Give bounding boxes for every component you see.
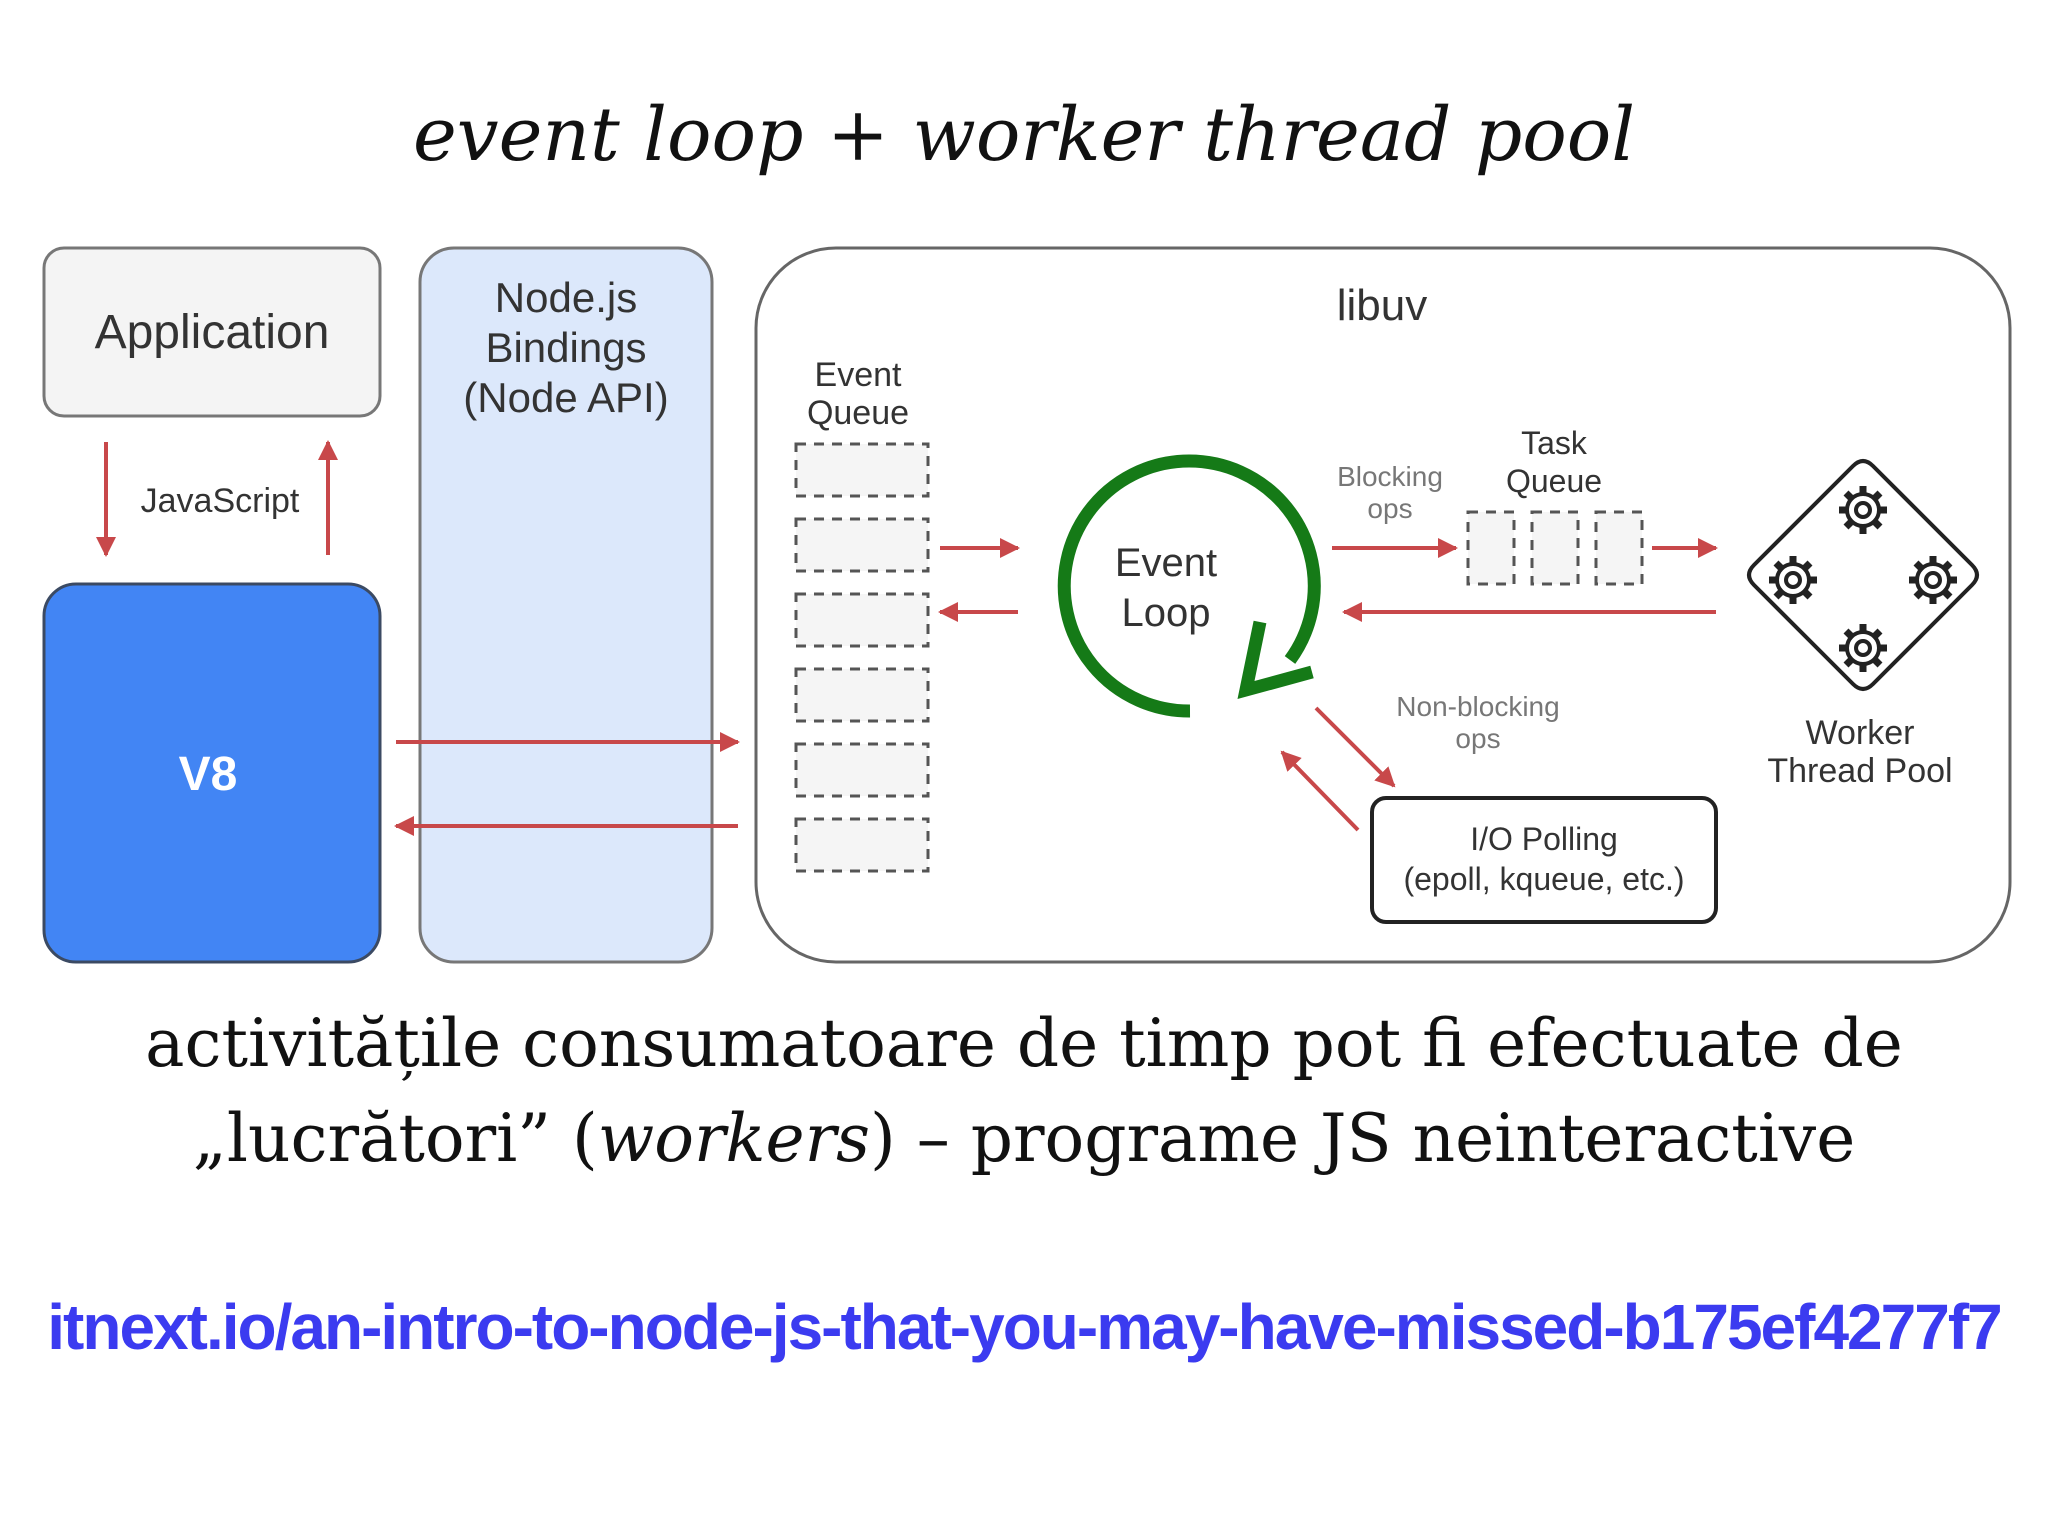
arrow-loop-to-io	[1314, 706, 1396, 788]
application-label: Application	[95, 306, 330, 359]
event-queue-slot	[794, 742, 930, 798]
event-queue-slot	[794, 592, 930, 648]
bindings-box: Node.js Bindings (Node API)	[418, 246, 714, 964]
event-queue-slot	[794, 442, 930, 498]
arrow-io-to-loop	[1280, 750, 1360, 832]
event-queue-slot	[794, 667, 930, 723]
caption-line2: „lucrători” (workers) – programe JS nein…	[0, 1100, 2048, 1177]
io-polling-label-line1: I/O Polling	[1470, 821, 1618, 857]
worker-pool-label-line1: Worker	[1806, 714, 1915, 752]
javascript-label: JavaScript	[141, 482, 300, 520]
caption-line2-after: ) – programe JS neinteractive	[870, 1100, 1856, 1177]
event-queue-label-line2: Queue	[807, 394, 909, 432]
task-queue-slot	[1530, 510, 1580, 586]
task-queue-label-line2: Queue	[1506, 463, 1602, 499]
event-loop-arrowhead-icon	[1237, 620, 1314, 700]
task-queue-slot	[1594, 510, 1644, 586]
non-blocking-label-line2: ops	[1455, 723, 1500, 754]
source-link[interactable]: itnext.io/an-intro-to-node-js-that-you-m…	[47, 1291, 2002, 1363]
libuv-label: libuv	[1337, 281, 1428, 330]
caption-line2-italic: workers	[597, 1100, 871, 1177]
event-queue-label-line1: Event	[815, 356, 902, 394]
event-loop-label-line1: Event	[1115, 541, 1217, 585]
event-queue-slot	[794, 817, 930, 873]
application-box: Application	[42, 246, 382, 418]
worker-thread-pool: Worker Thread Pool	[1747, 459, 1979, 790]
task-queue	[1466, 510, 1644, 586]
task-queue-slot	[1466, 510, 1516, 586]
caption-line2-before: „lucrători” (	[192, 1100, 598, 1177]
worker-pool-diamond	[1747, 459, 1979, 691]
bindings-label-line1: Node.js	[495, 274, 637, 321]
non-blocking-label-line1: Non-blocking	[1396, 691, 1559, 722]
event-loop: Event Loop	[1057, 454, 1321, 718]
event-queue-slot	[794, 517, 930, 573]
event-queue	[794, 442, 930, 873]
caption-line1: activitățile consumatoare de timp pot fi…	[145, 1005, 1903, 1082]
node-architecture-diagram: Application JavaScript V8 Node.js Bindin…	[42, 246, 2012, 964]
event-loop-arrow-icon	[1057, 454, 1321, 718]
v8-label: V8	[179, 748, 238, 801]
bindings-label-line3: (Node API)	[463, 374, 668, 421]
blocking-ops-label-line1: Blocking	[1337, 461, 1443, 492]
v8-box: V8	[42, 582, 382, 964]
event-loop-label-line2: Loop	[1122, 591, 1211, 635]
blocking-ops-label-line2: ops	[1367, 493, 1412, 524]
task-queue-label-line1: Task	[1521, 425, 1588, 461]
worker-pool-label-line2: Thread Pool	[1767, 752, 1952, 790]
io-polling-label-line2: (epoll, kqueue, etc.)	[1403, 861, 1684, 897]
io-polling-box: I/O Polling (epoll, kqueue, etc.)	[1370, 796, 1718, 924]
slide-title: event loop + worker thread pool	[412, 92, 1635, 178]
bindings-label-line2: Bindings	[485, 324, 646, 371]
libuv-box: libuv	[754, 246, 2012, 964]
